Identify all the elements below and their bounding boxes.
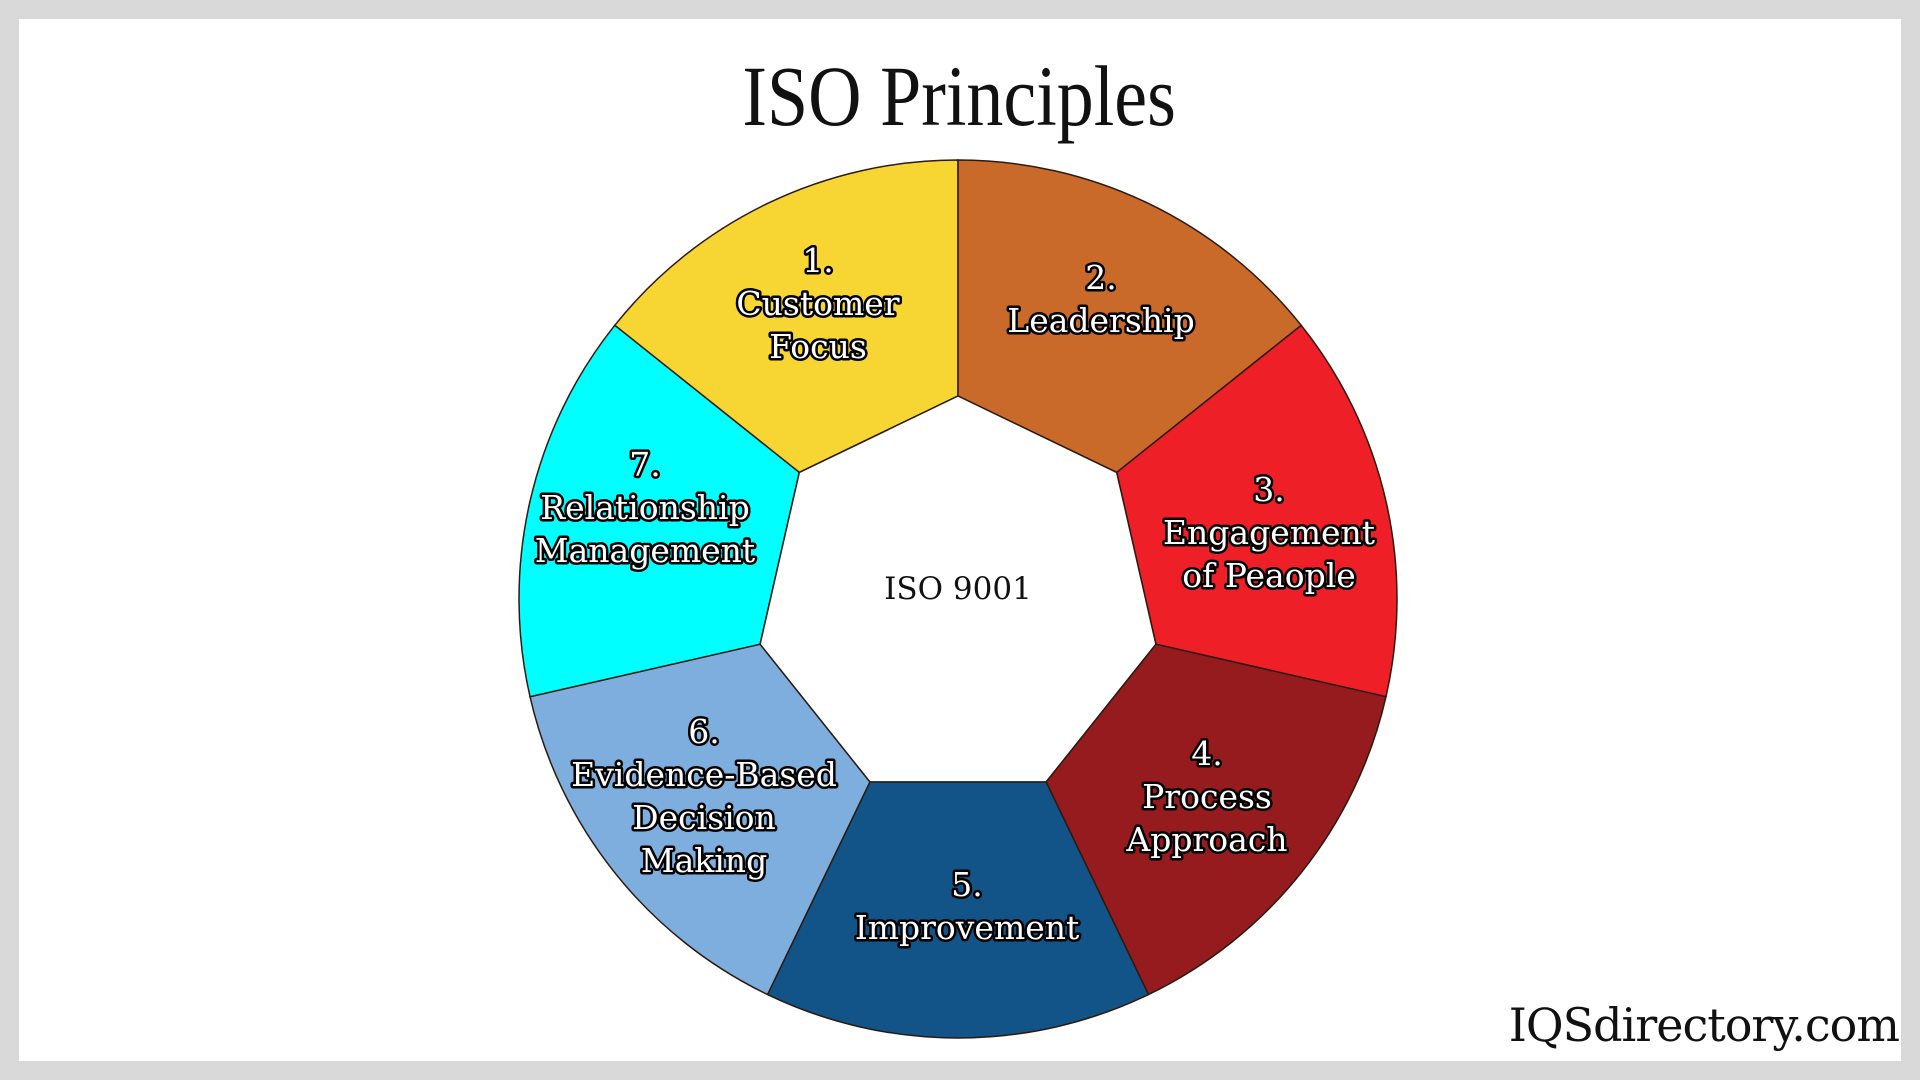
segment-3-label-line: Engagement [1163,513,1375,552]
segment-6-label-line: Evidence-Based [571,755,837,794]
center-label: ISO 9001 [884,571,1032,607]
segment-6-number: 6. [688,712,720,751]
center-heptagon [759,395,1157,783]
segment-6-label-line: Making [641,841,767,880]
segment-1-label-line: Customer [736,284,899,323]
segment-3-number: 3. [1253,470,1285,509]
segment-2 [957,159,1303,474]
segment-7-label-line: Management [535,531,755,570]
segment-3-label-line: of Peaople [1182,556,1356,595]
segment-4-label-line: Process [1142,777,1272,816]
segment-2-number: 2. [1085,258,1117,297]
segment-3 [1115,324,1398,698]
segment-4-number: 4. [1191,734,1223,773]
segment-4 [1045,643,1387,996]
segment-7 [518,324,801,698]
segment-6-label-line: Decision [632,798,776,837]
segment-1-number: 1. [802,241,834,280]
segment-5 [766,781,1150,1039]
segment-1 [613,159,959,474]
brand-watermark: IQSdirectory.com [1508,998,1900,1052]
segment-5-number: 5. [951,865,983,904]
segment-2-label-line: Leadership [1007,301,1194,340]
segment-6 [529,643,871,996]
segment-1-label-line: Focus [769,327,867,366]
segment-7-number: 7. [629,445,661,484]
segment-7-label-line: Relationship [540,488,749,527]
page-title: ISO Principles [742,48,1176,144]
segment-5-label-line: Improvement [855,908,1080,947]
wheel-segments [518,159,1398,1039]
segment-4-label-line: Approach [1125,820,1287,859]
